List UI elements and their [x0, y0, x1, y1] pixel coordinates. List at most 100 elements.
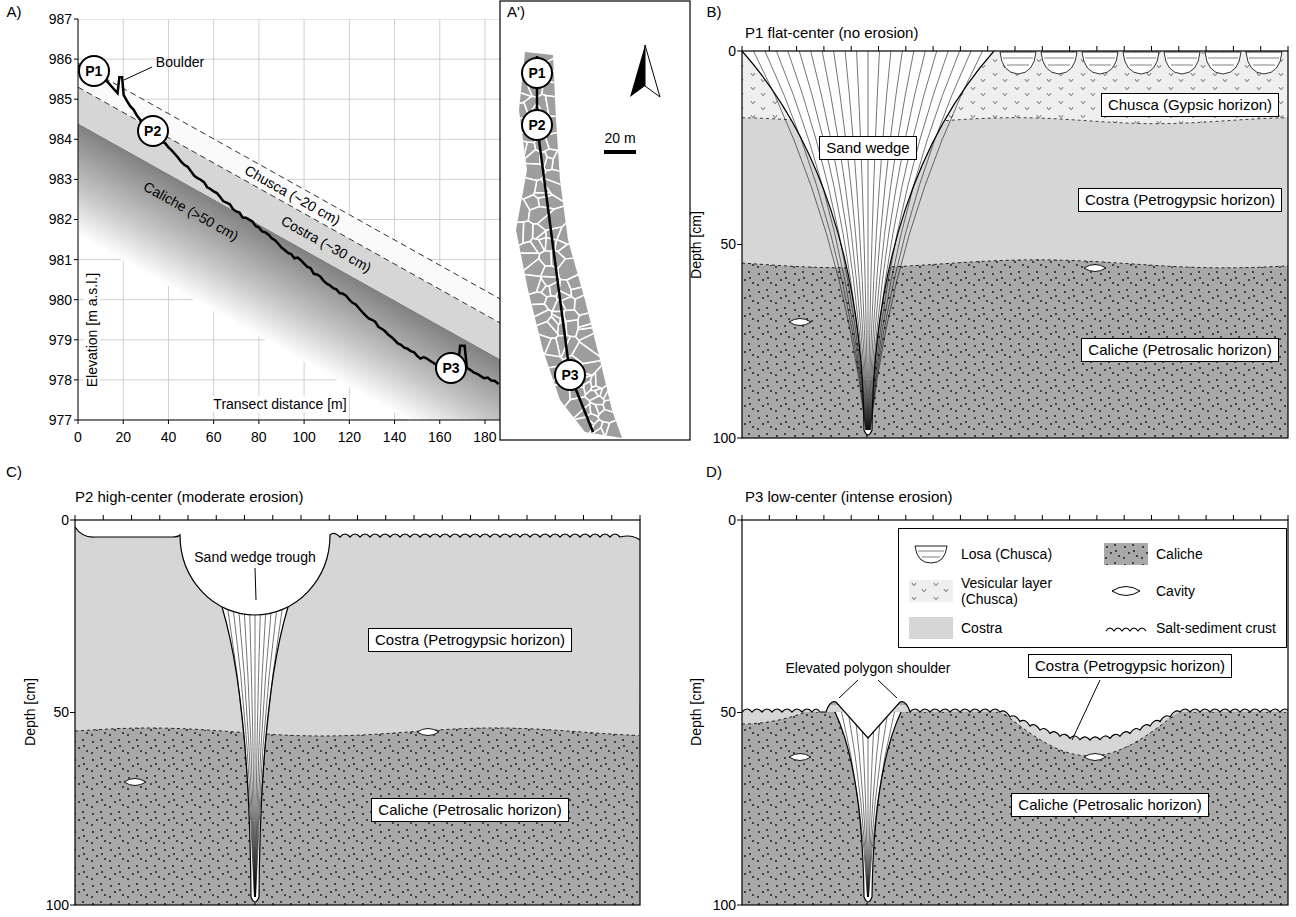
tick-label: 979 [49, 332, 72, 348]
tick-mark [75, 515, 76, 520]
tick-mark [70, 712, 75, 713]
node-text: Sand wedge [826, 139, 909, 156]
tick-label: 100 [713, 897, 736, 913]
losa-lamina [1126, 58, 1156, 65]
losa-crust [1041, 52, 1077, 74]
tick-mark [1233, 515, 1234, 520]
tick-mark [74, 259, 78, 260]
tick-mark [1260, 46, 1261, 51]
legend-swatch [1104, 617, 1148, 639]
polygon-cell [536, 231, 546, 240]
node-text: Caliche (Petrosalic horizon) [378, 801, 561, 818]
tick-mark [442, 515, 443, 520]
tick-mark [394, 420, 395, 424]
tick-label: 100 [46, 897, 69, 913]
node-text: Caliche (Petrosalic horizon) [1088, 341, 1271, 358]
legend-swatch [909, 580, 953, 602]
tick-mark [1260, 515, 1261, 520]
axis-title: Depth [cm] [688, 678, 704, 746]
tick-mark [987, 46, 988, 51]
tick-mark [1233, 46, 1234, 51]
air-above-surface [75, 520, 640, 615]
polygon-cell [533, 193, 552, 198]
polygon-cell [547, 40, 640, 96]
sand-wedge [222, 607, 288, 902]
callout-label: Sand wedge trough [194, 549, 315, 565]
costra-band [78, 87, 500, 369]
losa-crust [1123, 52, 1159, 74]
losa-lamina [1249, 58, 1279, 65]
legend-item: Losa (Chusca) [909, 537, 1086, 571]
cavity [789, 319, 811, 326]
polygon-cell [495, 172, 537, 199]
tick-label: 0 [74, 429, 82, 445]
tick-mark [742, 515, 743, 520]
axis-line [78, 420, 500, 421]
legend-text: Cavity [1156, 583, 1281, 599]
tick-mark [851, 515, 852, 520]
tick-mark [1042, 515, 1043, 520]
horizon-boundary [742, 712, 805, 724]
tick-mark [1124, 46, 1125, 51]
legend-item: Salt-sediment crust [1104, 611, 1281, 645]
wedge-lamina [869, 51, 914, 430]
polygon-cell [509, 310, 553, 330]
tick-mark [1124, 515, 1125, 520]
caliche-sample [1104, 543, 1148, 565]
tick-mark [188, 515, 189, 520]
tick-label: 50 [53, 704, 69, 720]
panel-frame [75, 520, 640, 905]
legend-text: Caliche [1156, 546, 1281, 562]
grid-line [78, 19, 79, 420]
panel-letter: A) [7, 3, 22, 20]
salt-sediment-crust [742, 702, 1288, 740]
tick-mark [769, 46, 770, 51]
profile-point-marker: P3 [554, 359, 586, 391]
node-text: Caliche (Petrosalic horizon) [1018, 796, 1201, 813]
tick-mark [1178, 515, 1179, 520]
tick-mark [329, 515, 330, 520]
tick-mark [74, 379, 78, 380]
tick-label: 0 [61, 512, 69, 528]
grid-line [78, 420, 500, 421]
polygon-cell [603, 359, 640, 401]
axis-title: Elevation [m a.s.l.] [84, 271, 100, 389]
polygon-cell [595, 357, 640, 388]
polygon-cell [552, 122, 640, 189]
tick-mark [349, 420, 350, 424]
panel-frame [742, 51, 1288, 438]
polygon-cell [557, 195, 640, 244]
tick-label: 20 [115, 429, 131, 445]
tick-label: 985 [49, 91, 72, 107]
axis-title: Depth [cm] [22, 678, 38, 746]
tick-mark [737, 905, 742, 906]
wedge-lamina [869, 51, 925, 430]
panel-title: P3 low-center (intense erosion) [745, 488, 953, 505]
tick-mark [131, 515, 132, 520]
cavity [1084, 754, 1106, 761]
tick-label: 987 [49, 11, 72, 27]
wedge-lamina [776, 51, 866, 430]
panel-letter: A') [507, 3, 525, 20]
elevation-profile [78, 65, 499, 384]
panel-frame [742, 520, 1288, 905]
tick-mark [583, 515, 584, 520]
tick-mark [933, 515, 934, 520]
tick-mark [159, 515, 160, 520]
polygon-cell [495, 222, 524, 257]
node-text: P2 [528, 117, 545, 133]
tick-label: 40 [161, 429, 177, 445]
chusca-boundary [78, 63, 500, 309]
losa-crust [1205, 52, 1241, 74]
costra-layer [75, 520, 640, 736]
tick-mark [796, 46, 797, 51]
profile-point-marker: P2 [521, 109, 553, 141]
tick-mark [933, 46, 934, 51]
wedge-lamina [822, 51, 867, 430]
panel-b [742, 51, 1288, 438]
tick-mark [74, 99, 78, 100]
legend-text: Vesicular layer (Chusca) [961, 575, 1086, 607]
polygon-cell [545, 149, 558, 159]
crust-sample [1106, 628, 1146, 631]
tick-mark [905, 515, 906, 520]
